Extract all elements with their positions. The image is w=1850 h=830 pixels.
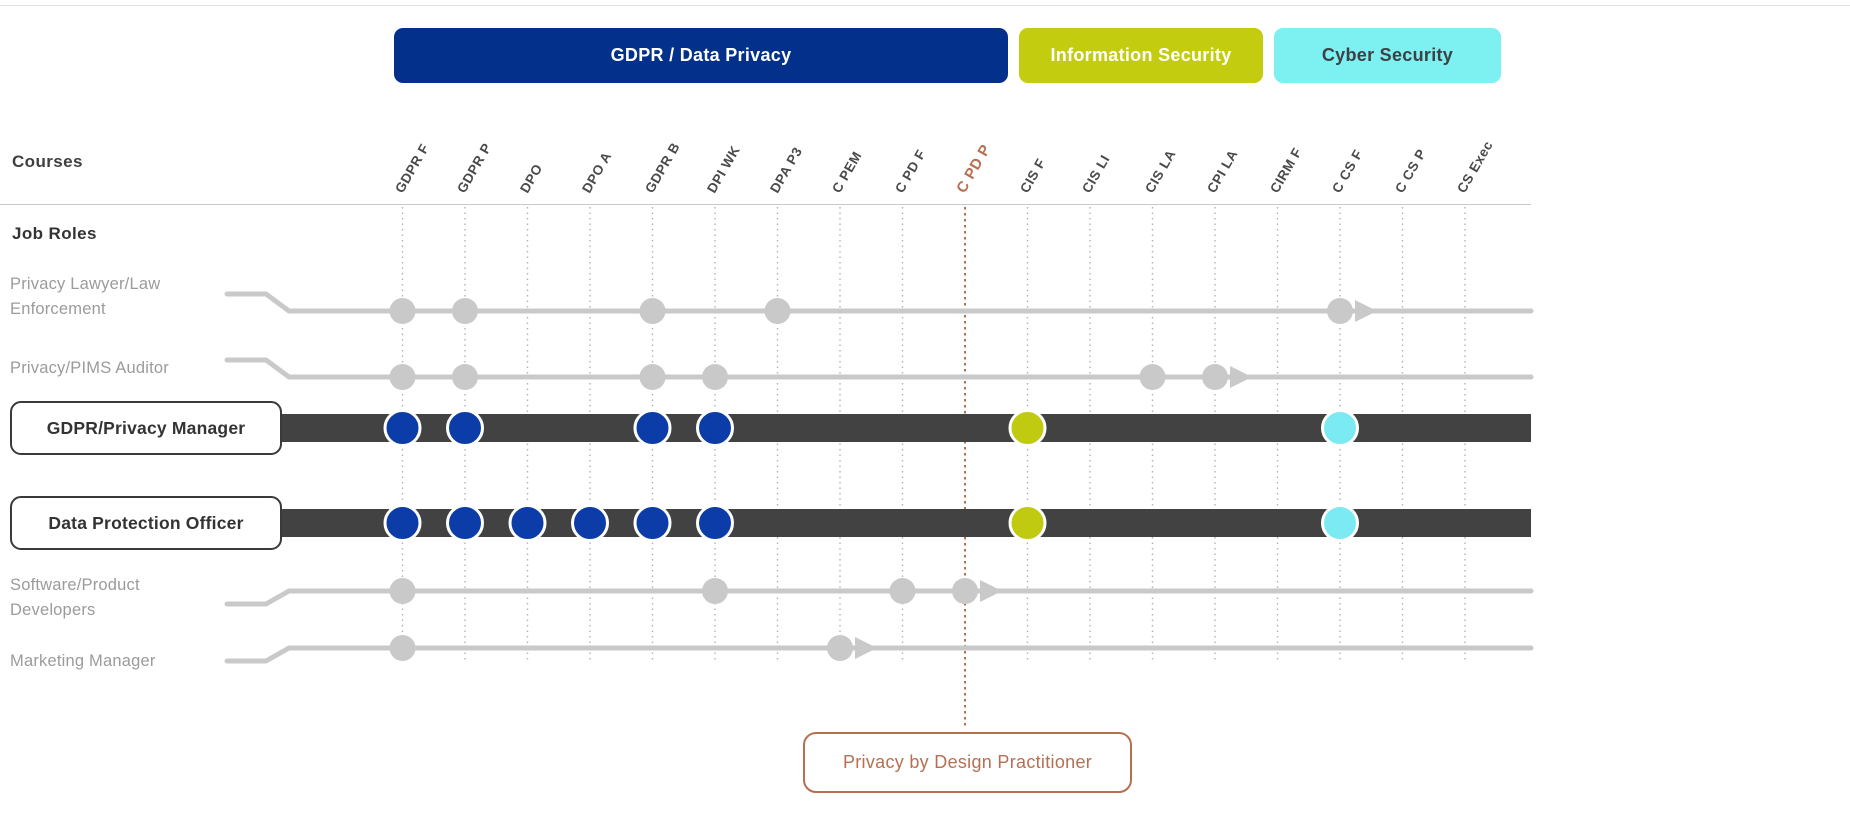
course-dot-cpi-la bbox=[1202, 364, 1228, 390]
top-divider bbox=[0, 5, 1850, 6]
courses-heading: Courses bbox=[12, 152, 83, 171]
job-role-label-line: Privacy Lawyer/Law bbox=[10, 275, 161, 293]
course-dot-c-cs-f bbox=[1327, 298, 1353, 324]
job-role-label-line: Software/Product bbox=[10, 576, 140, 594]
course-dot-cis-la bbox=[1139, 364, 1166, 390]
callout-label: Privacy by Design Practitioner bbox=[842, 752, 1093, 772]
job-role-path-line bbox=[224, 357, 1534, 380]
course-dot-gdpr-b bbox=[639, 364, 666, 390]
course-dot-dpi-wk bbox=[696, 409, 734, 447]
course-dot-c-pd-f bbox=[889, 578, 916, 604]
category-header-label: Information Security bbox=[1050, 45, 1232, 65]
course-dot-gdpr-f bbox=[383, 504, 422, 542]
course-dot-dpo bbox=[508, 504, 547, 542]
course-dot-c-pem bbox=[827, 635, 853, 661]
course-dot-gdpr-p bbox=[446, 504, 484, 542]
job-role-box-gdpr-privacy-manager: GDPR/Privacy Manager bbox=[10, 401, 282, 455]
job-role-label-marketing-manager: Marketing Manager bbox=[10, 649, 280, 674]
course-dot-gdpr-b bbox=[639, 298, 666, 324]
course-dot-gdpr-b bbox=[633, 504, 672, 542]
course-dot-gdpr-p bbox=[452, 364, 478, 390]
course-dot-cis-f bbox=[1008, 409, 1047, 447]
progression-arrow bbox=[980, 580, 1002, 602]
category-header-label: Cyber Security bbox=[1321, 45, 1454, 65]
course-dot-dpi-wk bbox=[702, 578, 728, 604]
course-dot-gdpr-p bbox=[452, 298, 478, 324]
course-dot-gdpr-f bbox=[389, 364, 416, 390]
course-dot-gdpr-f bbox=[389, 635, 416, 661]
progression-arrow bbox=[855, 637, 877, 659]
course-dot-cis-f bbox=[1008, 504, 1047, 542]
job-role-box-data-protection-officer: Data Protection Officer bbox=[10, 496, 282, 550]
job-role-path-line bbox=[224, 645, 1534, 664]
course-dot-dpi-wk bbox=[696, 504, 734, 542]
job-role-label-line: Marketing Manager bbox=[10, 651, 156, 670]
course-dot-c-pd-p bbox=[952, 578, 978, 604]
privacy-by-design-practitioner-callout: Privacy by Design Practitioner bbox=[803, 732, 1132, 793]
category-header-cyber-security: Cyber Security bbox=[1274, 28, 1501, 83]
course-dot-gdpr-f bbox=[389, 298, 416, 324]
courses-axis-rule bbox=[0, 204, 1531, 205]
job-role-box-label: Data Protection Officer bbox=[48, 512, 244, 533]
course-dot-gdpr-f bbox=[389, 578, 416, 604]
job-role-label-line: Developers bbox=[10, 601, 96, 619]
job-role-label-line: Enforcement bbox=[10, 300, 106, 318]
category-header-information-security: Information Security bbox=[1019, 28, 1263, 83]
category-header-gdpr-data-privacy: GDPR / Data Privacy bbox=[394, 28, 1008, 83]
job-role-label-line: Privacy/PIMS Auditor bbox=[10, 358, 169, 377]
category-header-label: GDPR / Data Privacy bbox=[610, 45, 792, 65]
job-roles-heading: Job Roles bbox=[12, 224, 97, 243]
course-dot-gdpr-p bbox=[446, 409, 484, 447]
course-dot-c-cs-f bbox=[1321, 504, 1359, 542]
course-dot-gdpr-b bbox=[633, 409, 672, 447]
course-dot-dpi-wk bbox=[702, 364, 728, 390]
course-dot-gdpr-f bbox=[383, 409, 422, 447]
job-role-path-line bbox=[224, 291, 1534, 314]
job-role-label-privacy-pims-auditor: Privacy/PIMS Auditor bbox=[10, 356, 280, 381]
progression-arrow bbox=[1355, 300, 1377, 322]
course-dot-dpo-a bbox=[571, 504, 609, 542]
course-dot-dpa-p3 bbox=[764, 298, 791, 324]
job-role-path-line bbox=[224, 588, 1534, 607]
course-dot-c-cs-f bbox=[1321, 409, 1359, 447]
job-role-box-label: GDPR/Privacy Manager bbox=[46, 417, 246, 438]
progression-arrow bbox=[1230, 366, 1252, 388]
